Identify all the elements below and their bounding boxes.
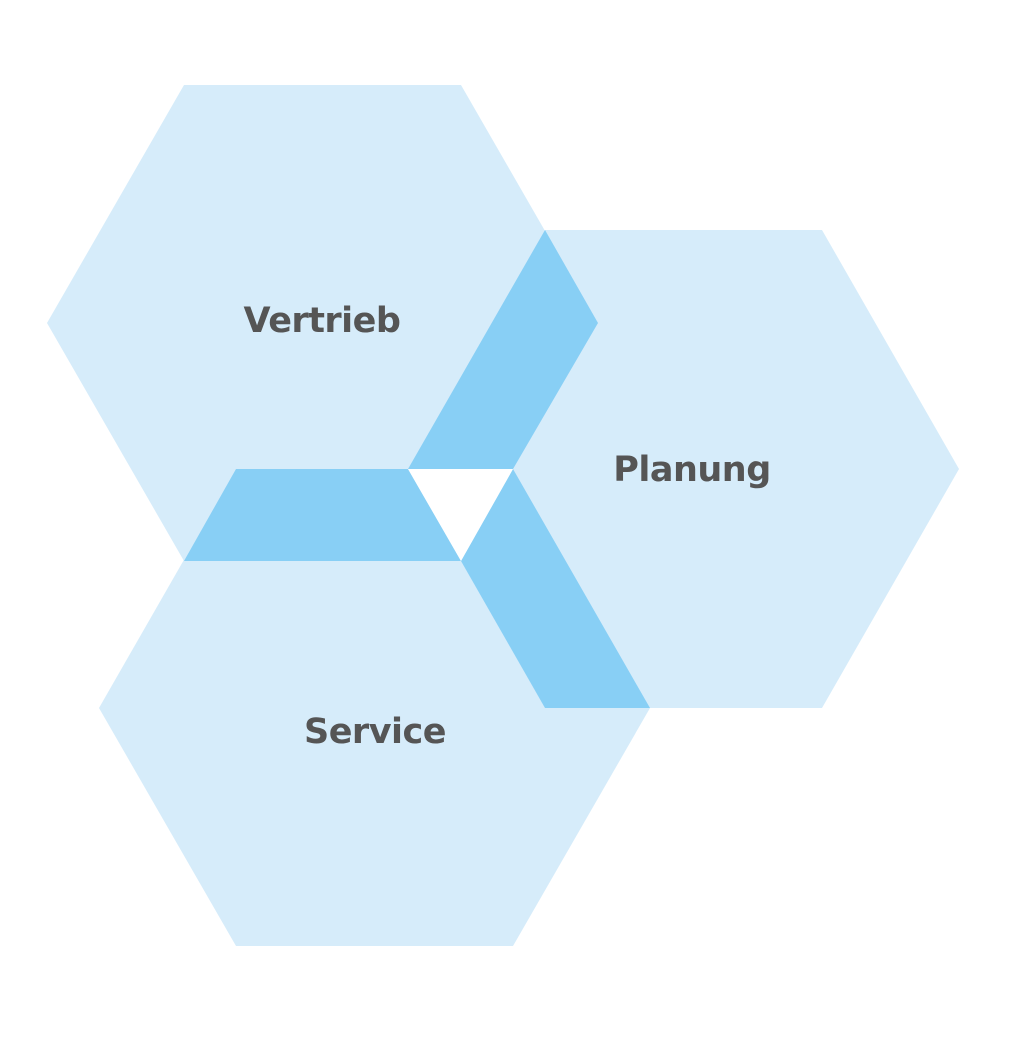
hexagon-label-service: Service [304, 712, 446, 752]
overlap-planung-service [461, 469, 650, 708]
hexagon-label-planung: Planung [613, 450, 771, 490]
hexagon-label-vertrieb: Vertrieb [244, 301, 401, 341]
overlap-vertrieb-service [184, 469, 461, 561]
overlap-vertrieb-planung [408, 230, 598, 469]
center-gap [408, 469, 513, 561]
